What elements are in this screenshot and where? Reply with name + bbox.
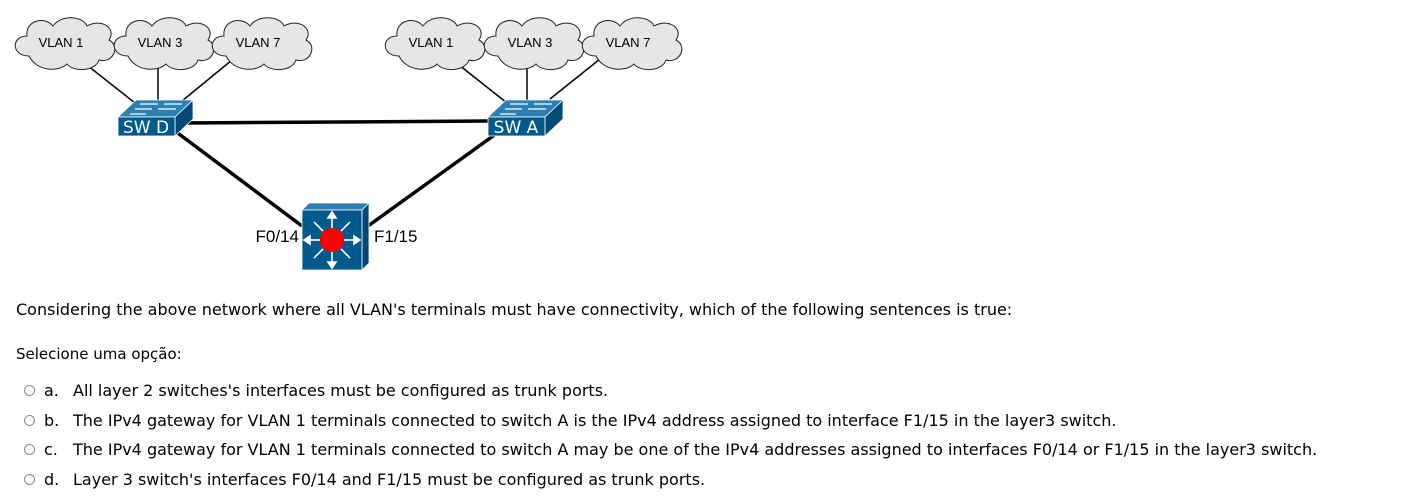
radio-button-icon[interactable] — [24, 444, 35, 456]
option-letter: d. — [44, 469, 60, 489]
svg-text:VLAN 7: VLAN 7 — [606, 35, 651, 50]
svg-text:VLAN 1: VLAN 1 — [39, 35, 84, 50]
option-letter: a. — [44, 381, 59, 401]
select-prompt: Selecione uma opção: — [16, 345, 182, 363]
cloud-vlan7-left: VLAN 7 — [211, 17, 313, 71]
option-c[interactable]: c. The IPv4 gateway for VLAN 1 terminals… — [24, 435, 1404, 465]
option-text: All layer 2 switches's interfaces must b… — [73, 381, 609, 401]
network-diagram: VLAN 1 VLAN 3 VLAN 7 VLAN 1 VLAN 3 VLAN … — [14, 17, 683, 271]
router-arrows-icon — [302, 210, 362, 270]
switch-arrows-icon — [130, 103, 182, 115]
radio-button-icon[interactable] — [24, 414, 35, 426]
cloud-vlan1-left: VLAN 1 — [14, 17, 116, 71]
radio-button-icon[interactable] — [24, 385, 35, 397]
svg-text:VLAN 7: VLAN 7 — [236, 35, 281, 50]
radio-button-icon[interactable] — [24, 473, 35, 485]
option-letter: c. — [44, 440, 58, 460]
cloud-vlan3-left: VLAN 3 — [113, 17, 215, 71]
port-label-f0-14: F0/14 — [256, 227, 299, 246]
cloud-links — [82, 58, 601, 104]
option-letter: b. — [44, 410, 60, 430]
option-text: The IPv4 gateway for VLAN 1 terminals co… — [73, 410, 1117, 430]
switch-d: SW D — [116, 99, 195, 138]
switch-a-label: SW A — [494, 118, 539, 138]
option-d[interactable]: d. Layer 3 switch's interfaces F0/14 and… — [24, 465, 1404, 495]
svg-text:VLAN 3: VLAN 3 — [138, 35, 183, 50]
cloud-vlan1-right: VLAN 1 — [384, 17, 486, 71]
option-text: The IPv4 gateway for VLAN 1 terminals co… — [73, 440, 1318, 460]
answer-options: a. All layer 2 switches's interfaces mus… — [24, 376, 1404, 494]
option-b[interactable]: b. The IPv4 gateway for VLAN 1 terminals… — [24, 406, 1404, 436]
port-label-f1-15: F1/15 — [374, 227, 417, 246]
svg-text:VLAN 3: VLAN 3 — [508, 35, 553, 50]
option-a[interactable]: a. All layer 2 switches's interfaces mus… — [24, 376, 1404, 406]
trunk-links — [173, 119, 502, 228]
layer3-core-dot — [320, 228, 344, 252]
svg-text:VLAN 1: VLAN 1 — [409, 35, 454, 50]
switch-a: SW A — [486, 99, 565, 138]
question-text: Considering the above network where all … — [16, 300, 1013, 319]
switch-d-label: SW D — [123, 118, 169, 138]
switch-arrows-icon — [500, 103, 552, 115]
option-text: Layer 3 switch's interfaces F0/14 and F1… — [73, 469, 706, 489]
cloud-vlan7-right: VLAN 7 — [581, 17, 683, 71]
cloud-vlan3-right: VLAN 3 — [483, 17, 585, 71]
layer3-switch — [301, 202, 370, 271]
